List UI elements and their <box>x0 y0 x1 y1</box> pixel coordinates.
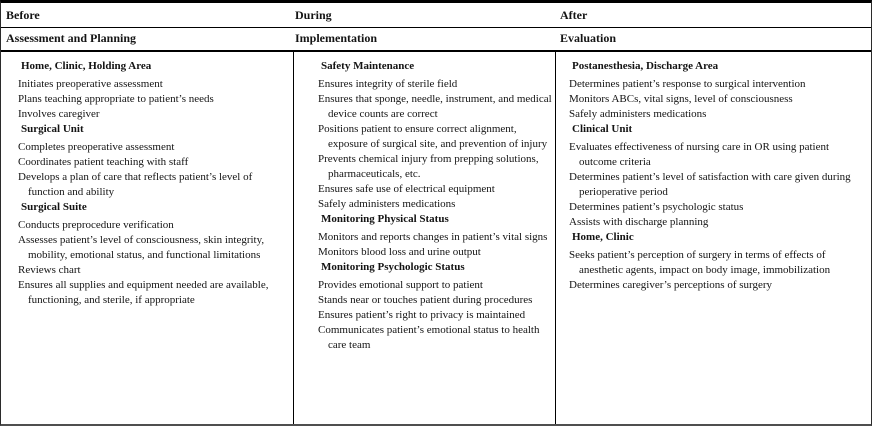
care-item: Ensures safe use of electrical equipment <box>318 183 495 195</box>
care-item: Completes preoperative assessment <box>18 141 175 153</box>
care-item: Determines patient’s response to surgica… <box>569 78 806 90</box>
care-item: Monitors ABCs, vital signs, level of con… <box>569 93 793 105</box>
care-item: Plans teaching appropriate to patient’s … <box>18 93 214 105</box>
section-heading: Surgical Suite <box>21 201 87 213</box>
stage-header-row: Assessment and Planning Implementation E… <box>1 28 871 52</box>
care-item: Determines caregiver’s perceptions of su… <box>569 279 773 291</box>
care-item: Seeks patient’s perception of surgery in… <box>569 249 831 276</box>
section-heading: Monitoring Physical Status <box>321 213 449 225</box>
stage-header-assessment-planning: Assessment and Planning <box>6 31 137 45</box>
care-item: Involves caregiver <box>18 108 100 120</box>
care-item: Determines patient’s psychologic status <box>569 201 744 213</box>
care-item: Ensures all supplies and equipment neede… <box>18 279 269 306</box>
care-item: Communicates patient’s emotional status … <box>318 324 540 351</box>
care-item: Monitors blood loss and urine output <box>318 246 481 258</box>
care-item: Assists with discharge planning <box>569 216 709 228</box>
care-item: Reviews chart <box>18 264 81 276</box>
care-item: Initiates preoperative assessment <box>18 78 163 90</box>
phase-header-before: Before <box>6 8 40 22</box>
care-item: Monitors and reports changes in patient’… <box>318 231 548 243</box>
care-item: Conducts preprocedure verification <box>18 219 174 231</box>
care-item: Safely administers medications <box>318 198 456 210</box>
phase-header-after: After <box>560 8 588 22</box>
care-item: Assesses patient’s level of consciousnes… <box>18 234 265 261</box>
section-heading: Clinical Unit <box>572 123 633 135</box>
section-heading: Home, Clinic, Holding Area <box>21 60 152 72</box>
section-heading: Monitoring Psychologic Status <box>321 261 465 273</box>
care-item: Coordinates patient teaching with staff <box>18 156 189 168</box>
section-heading: Home, Clinic <box>572 231 634 243</box>
care-item: Ensures that sponge, needle, instrument,… <box>318 93 552 120</box>
section-heading: Postanesthesia, Discharge Area <box>572 60 719 72</box>
care-item: Provides emotional support to patient <box>318 279 483 291</box>
care-item: Develops a plan of care that reflects pa… <box>18 171 253 198</box>
care-item: Positions patient to ensure correct alig… <box>318 123 548 150</box>
care-item: Prevents chemical injury from prepping s… <box>318 153 539 180</box>
phase-header-during: During <box>295 8 332 22</box>
care-item: Evaluates effectiveness of nursing care … <box>569 141 830 168</box>
stage-header-implementation: Implementation <box>295 31 377 45</box>
phase-header-row: Before During After <box>1 3 871 28</box>
care-item: Ensures patient’s right to privacy is ma… <box>318 309 526 321</box>
care-item: Safely administers medications <box>569 108 707 120</box>
care-item: Stands near or touches patient during pr… <box>318 294 533 306</box>
stage-header-evaluation: Evaluation <box>560 31 617 45</box>
care-item: Determines patient’s level of satisfacti… <box>569 171 851 198</box>
section-heading: Safety Maintenance <box>321 60 415 72</box>
care-item: Ensures integrity of sterile field <box>318 78 458 90</box>
section-heading: Surgical Unit <box>21 123 84 135</box>
